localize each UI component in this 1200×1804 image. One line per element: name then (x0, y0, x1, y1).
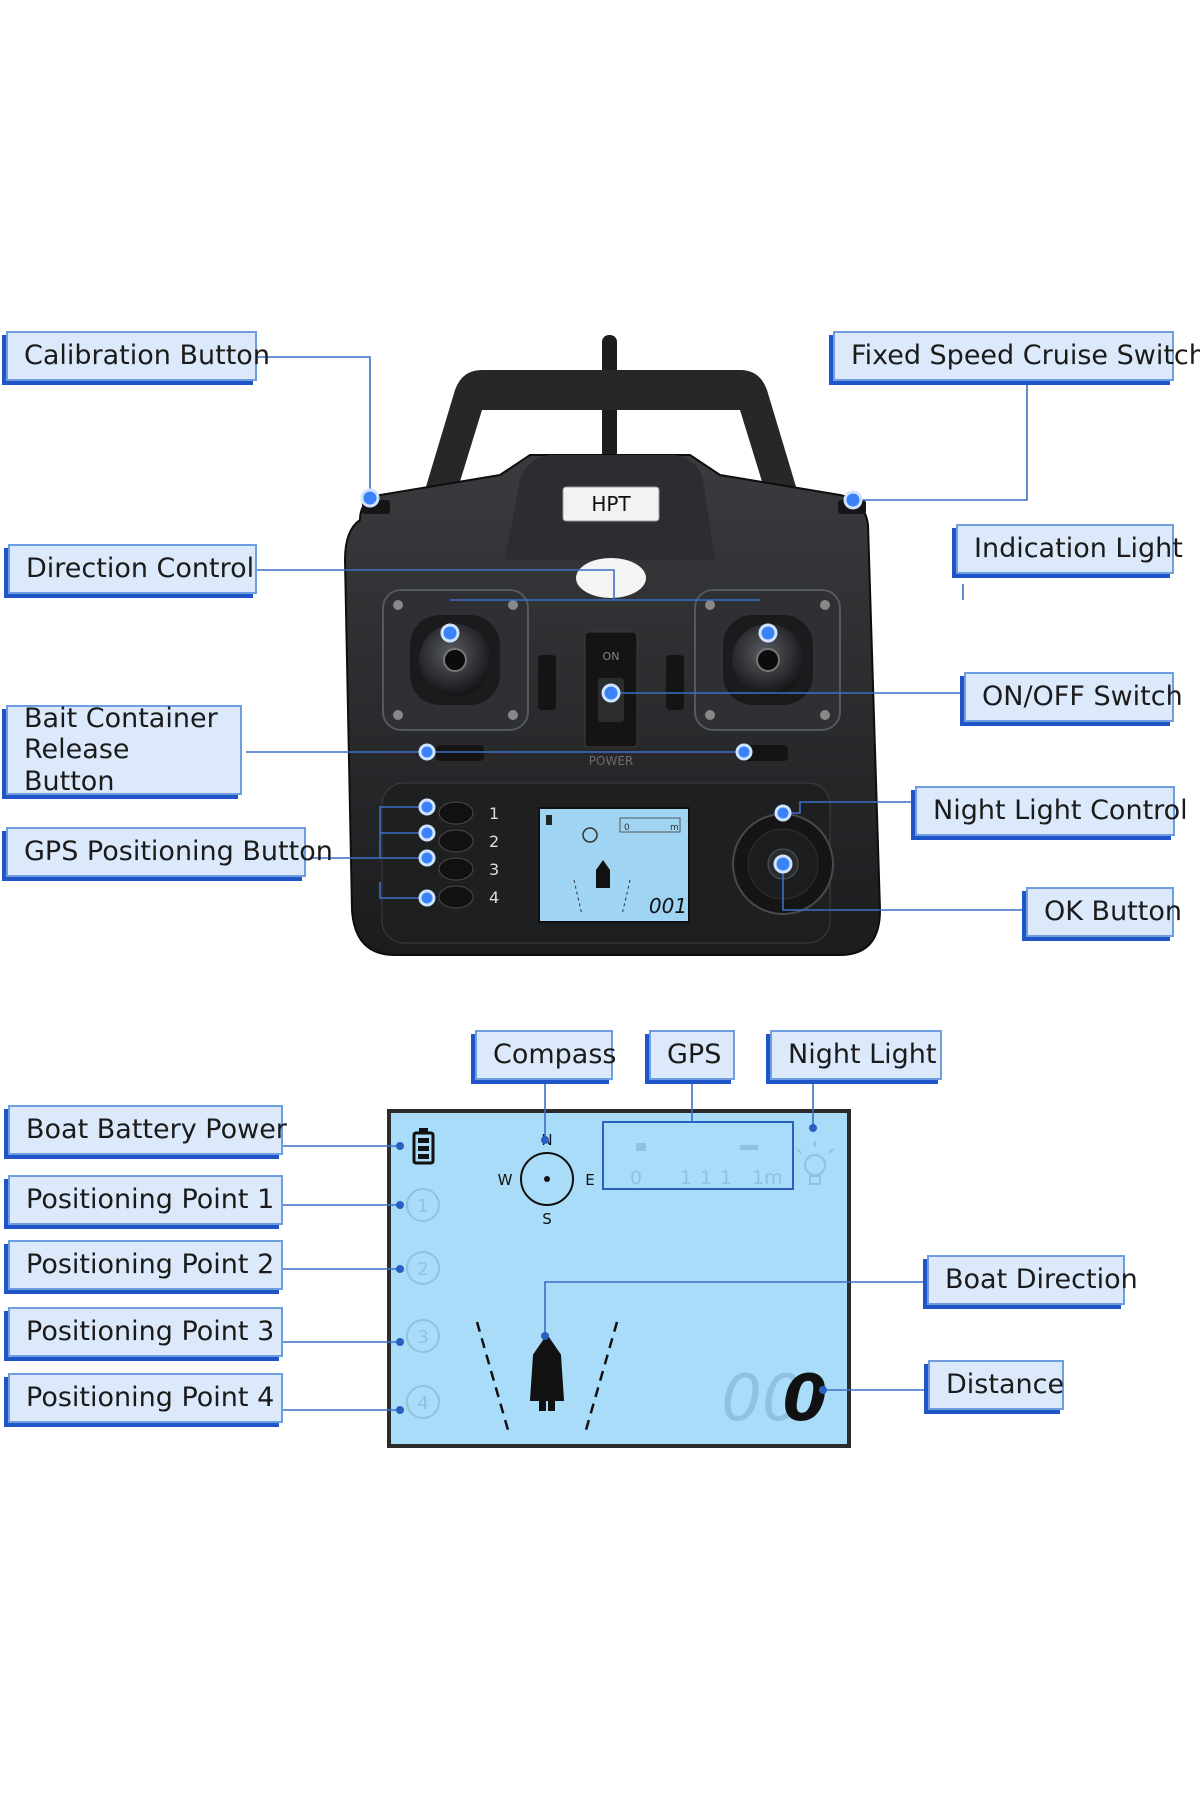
label-text: Boat Direction (945, 1264, 1138, 1296)
left-vertical-trim (538, 655, 556, 710)
label-text: Fixed Speed Cruise Switch (851, 340, 1200, 372)
brand-badge (562, 486, 660, 522)
boat-icon (529, 1334, 565, 1411)
gps-scale-tick-3: 1 (720, 1167, 732, 1189)
label-text: Positioning Point 3 (26, 1316, 275, 1348)
left-stick-gimbal (382, 589, 529, 731)
label-compass: Compass (475, 1030, 617, 1080)
left-horizontal-trim (436, 745, 484, 761)
right-stick-gimbal (694, 589, 841, 731)
label-text: Night Light (788, 1039, 937, 1071)
carry-handle (410, 370, 812, 540)
lcd-point-3: 3 (417, 1327, 428, 1348)
label-night-light-control: Night Light Control (915, 786, 1188, 836)
label-gps: GPS (649, 1030, 735, 1080)
mini-lcd-distance: 001 (649, 894, 687, 918)
night-light-icon (796, 1141, 834, 1185)
label-text-line-1: Bait Container (24, 703, 218, 735)
label-positioning-point-4: Positioning Point 4 (8, 1373, 283, 1423)
lcd-point-2: 2 (417, 1259, 428, 1280)
power-label-text: POWER (589, 754, 633, 768)
right-horizontal-trim (740, 745, 788, 761)
label-boat-battery-power: Boat Battery Power (8, 1105, 287, 1155)
label-positioning-point-2: Positioning Point 2 (8, 1240, 283, 1290)
label-text: Compass (493, 1039, 617, 1071)
label-text: Positioning Point 1 (26, 1184, 275, 1216)
label-text: Positioning Point 4 (26, 1382, 275, 1414)
distance-ghost-digits: 00 (721, 1362, 802, 1436)
label-text: GPS (667, 1039, 722, 1071)
label-text: Distance (946, 1369, 1065, 1401)
leader-lines (246, 356, 1030, 1411)
indication-light-oval (576, 558, 646, 598)
button-number-1: 1 (489, 804, 499, 823)
compass-s: S (542, 1210, 552, 1228)
label-text: GPS Positioning Button (24, 836, 333, 868)
mini-lcd: 001 0 m (538, 807, 690, 923)
mini-lcd-scale-unit: m (670, 823, 679, 833)
label-text: Direction Control (26, 553, 255, 585)
compass-w: W (498, 1171, 513, 1189)
label-text: Night Light Control (933, 795, 1188, 827)
lcd-anchor-dots (396, 1124, 827, 1414)
label-indication-light: Indication Light (956, 524, 1183, 574)
distance-value: 0 (783, 1362, 828, 1436)
button-number-4: 4 (489, 888, 499, 907)
label-text: OK Button (1044, 896, 1182, 928)
label-on-off-switch: ON/OFF Switch (964, 672, 1183, 722)
transmitter: HPT (343, 335, 882, 956)
lcd-positioning-points (406, 1188, 440, 1419)
lcd-screen: N S W E 0 1 1 1 1m (387, 1109, 851, 1448)
label-ok-button: OK Button (1026, 887, 1182, 937)
label-positioning-point-1: Positioning Point 1 (8, 1175, 283, 1225)
label-text: Positioning Point 2 (26, 1249, 275, 1281)
lcd-point-1: 1 (417, 1196, 428, 1217)
positioning-buttons: 1 2 3 4 (438, 801, 499, 909)
mini-lcd-scale-start: 0 (624, 823, 630, 833)
label-fixed-speed-cruise-switch: Fixed Speed Cruise Switch (833, 331, 1200, 381)
label-gps-positioning-button: GPS Positioning Button (6, 827, 333, 877)
label-text: Boat Battery Power (26, 1114, 287, 1146)
label-text: ON/OFF Switch (982, 681, 1183, 713)
label-distance: Distance (928, 1360, 1064, 1410)
gps-scale-tick-1: 1 (680, 1167, 692, 1189)
gps-scale-end: 1m (752, 1167, 783, 1189)
battery-icon (412, 1128, 435, 1165)
brand-text: HPT (591, 492, 631, 516)
anchor-dots (360, 488, 863, 907)
button-number-2: 2 (489, 832, 499, 851)
gps-scale-tick-2: 1 (700, 1167, 712, 1189)
compass-e: E (585, 1171, 594, 1189)
right-lane-line (584, 1321, 619, 1431)
label-calibration-button: Calibration Button (6, 331, 270, 381)
power-on-text: ON (603, 650, 620, 663)
lcd-point-4: 4 (417, 1393, 428, 1414)
label-text: Indication Light (974, 533, 1183, 565)
button-number-3: 3 (489, 860, 499, 879)
right-vertical-trim (666, 655, 684, 710)
label-direction-control: Direction Control (8, 544, 257, 594)
label-night-light: Night Light (770, 1030, 942, 1080)
label-boat-direction: Boat Direction (927, 1255, 1138, 1305)
gps-indicator: 0 1 1 1 1m (602, 1121, 794, 1190)
label-text: Calibration Button (24, 340, 270, 372)
gps-scale-start: 0 (630, 1167, 642, 1189)
label-bait-container-release-button: Bait Container Release Button (6, 703, 242, 797)
label-positioning-point-3: Positioning Point 3 (8, 1307, 283, 1357)
label-text-line-2: Release Button (24, 734, 130, 797)
left-lane-line (475, 1321, 510, 1431)
